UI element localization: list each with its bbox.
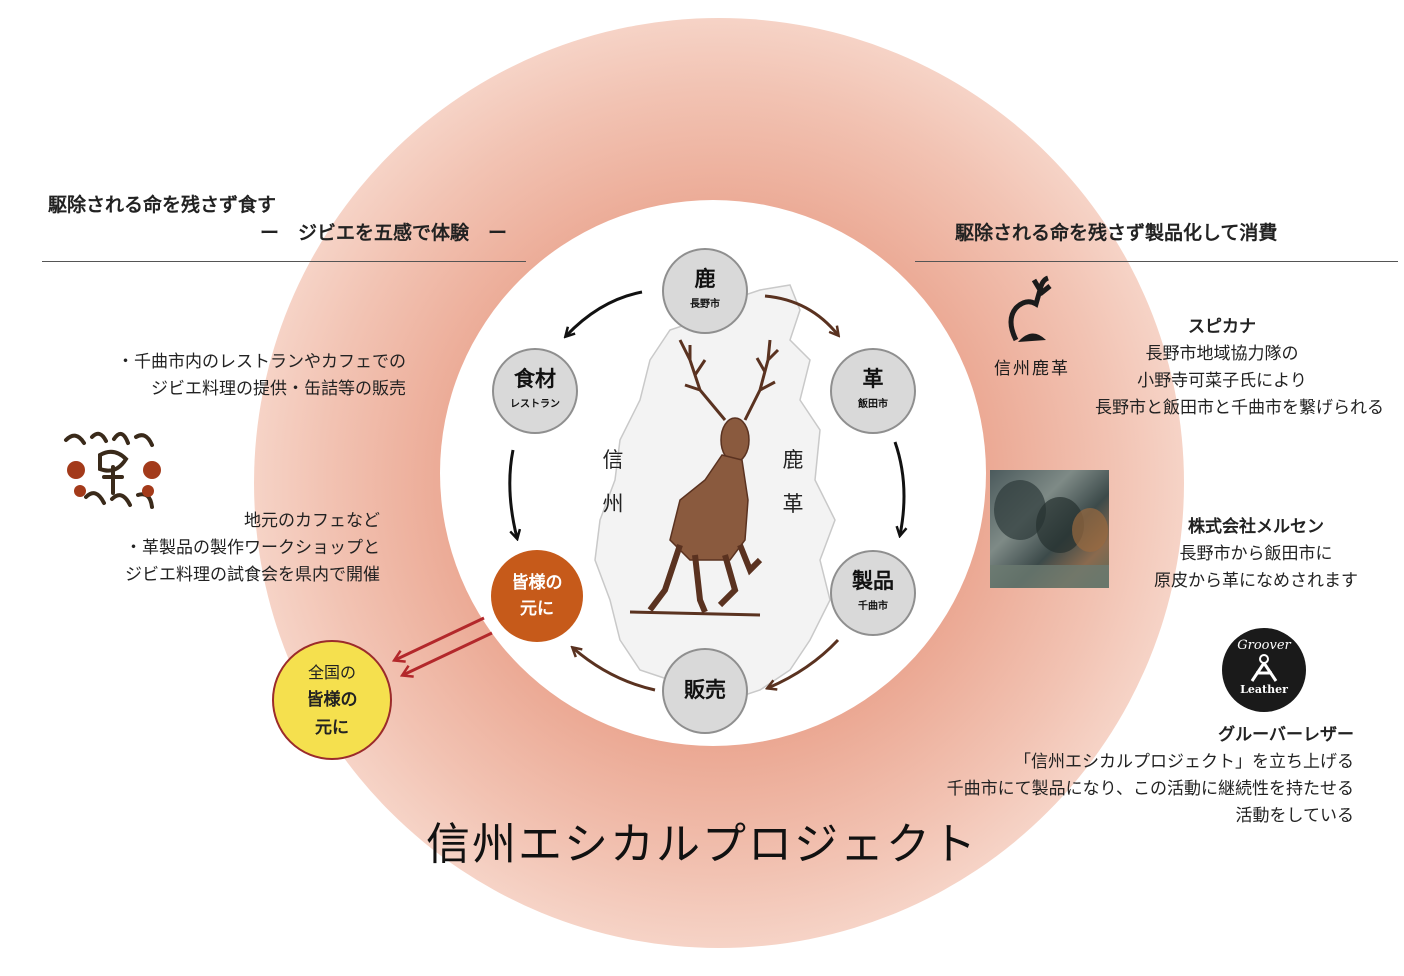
node-sales-label: 販売 bbox=[664, 678, 746, 702]
spicana-line1: 長野市地域協力隊の bbox=[1040, 341, 1404, 368]
zenkoku-circle: 全国の 皆様の 元に bbox=[272, 640, 392, 760]
map-text-left: 信 州 bbox=[601, 438, 625, 526]
node-sales: 販売 bbox=[662, 648, 748, 734]
mina-line1: 皆様の bbox=[512, 573, 563, 593]
node-food: 食材 レストラン bbox=[492, 348, 578, 434]
node-food-sub: レストラン bbox=[494, 395, 576, 410]
map-char-shika: 鹿 bbox=[783, 448, 804, 472]
page-title: 信州エシカルプロジェクト bbox=[0, 808, 1404, 872]
mersen-factory-photo bbox=[990, 470, 1109, 588]
groover-compass-icon bbox=[1244, 653, 1284, 683]
groover-logo-top: Groover bbox=[1222, 638, 1306, 653]
left-item1-line1: ・千曲市内のレストランやカフェでの bbox=[40, 349, 406, 376]
left-item2-line2: ・革製品の製作ワークショップと bbox=[40, 535, 380, 562]
map-text-right: 鹿 革 bbox=[781, 438, 805, 526]
mina-line2: 元に bbox=[520, 599, 554, 619]
zenkoku-line3: 元に bbox=[274, 714, 390, 742]
left-item2-line3: ジビエ料理の試食会を県内で開催 bbox=[40, 562, 380, 589]
mersen-line1: 長野市から飯田市に bbox=[1100, 541, 1404, 568]
mersen-name: 株式会社メルセン bbox=[1100, 514, 1404, 541]
spicana-line3: 長野市と飯田市と千曲市を繋げられる bbox=[1000, 395, 1384, 422]
node-leather-label: 革 bbox=[832, 367, 914, 391]
left-divider bbox=[42, 261, 526, 262]
mersen-text: 株式会社メルセン 長野市から飯田市に 原皮から革になめされます bbox=[1100, 514, 1404, 595]
map-char-shin: 信 bbox=[603, 448, 624, 472]
right-heading: 駆除される命を残さず製品化して消費 bbox=[955, 218, 1277, 245]
left-heading-line1: 駆除される命を残さず食す bbox=[48, 190, 276, 217]
left-item1-line2: ジビエ料理の提供・缶詰等の販売 bbox=[40, 376, 406, 403]
mersen-line2: 原皮から革になめされます bbox=[1100, 568, 1404, 595]
zenkoku-line2: 皆様の bbox=[274, 686, 390, 714]
spicana-name: スピカナ bbox=[1040, 314, 1404, 341]
node-product: 製品 千曲市 bbox=[830, 550, 916, 636]
left-item2-line1: 地元のカフェなど bbox=[40, 508, 380, 535]
spicana-line2: 小野寺可菜子氏により bbox=[1040, 368, 1404, 395]
groover-line2: 千曲市にて製品になり、この活動に継続性を持たせる bbox=[860, 776, 1354, 803]
groover-name: グルーバーレザー bbox=[860, 722, 1354, 749]
node-leather-sub: 飯田市 bbox=[832, 395, 914, 410]
arrow-food-to-mina bbox=[510, 450, 517, 538]
arrow-deer-to-food bbox=[566, 292, 642, 336]
node-deer: 鹿 長野市 bbox=[662, 248, 748, 334]
node-product-sub: 千曲市 bbox=[832, 597, 914, 612]
node-deer-label: 鹿 bbox=[664, 267, 746, 291]
restaurant-logo bbox=[56, 425, 172, 517]
map-char-shu: 州 bbox=[603, 492, 624, 516]
left-item2: 地元のカフェなど ・革製品の製作ワークショップと ジビエ料理の試食会を県内で開催 bbox=[40, 508, 380, 589]
red-arrow-1 bbox=[395, 618, 484, 660]
map-char-kawa: 革 bbox=[783, 492, 804, 516]
groover-leather-logo: Groover Leather bbox=[1222, 628, 1306, 712]
spicana-text: スピカナ 長野市地域協力隊の 小野寺可菜子氏により bbox=[1040, 314, 1404, 395]
node-leather: 革 飯田市 bbox=[830, 348, 916, 434]
groover-logo-bottom: Leather bbox=[1222, 683, 1306, 696]
node-mina: 皆様の 元に bbox=[491, 550, 583, 642]
right-divider bbox=[915, 261, 1398, 262]
groover-line1: 「信州エシカルプロジェクト」を立ち上げる bbox=[860, 749, 1354, 776]
left-heading-line2: ー ジビエを五感で体験 ー bbox=[260, 218, 507, 245]
arrow-leather-to-product bbox=[895, 442, 904, 535]
node-food-label: 食材 bbox=[494, 367, 576, 391]
left-item1: ・千曲市内のレストランやカフェでの ジビエ料理の提供・缶詰等の販売 bbox=[40, 349, 406, 403]
node-deer-sub: 長野市 bbox=[664, 295, 746, 310]
zenkoku-line1: 全国の bbox=[274, 660, 390, 686]
red-arrow-2 bbox=[403, 633, 492, 675]
node-product-label: 製品 bbox=[832, 569, 914, 593]
